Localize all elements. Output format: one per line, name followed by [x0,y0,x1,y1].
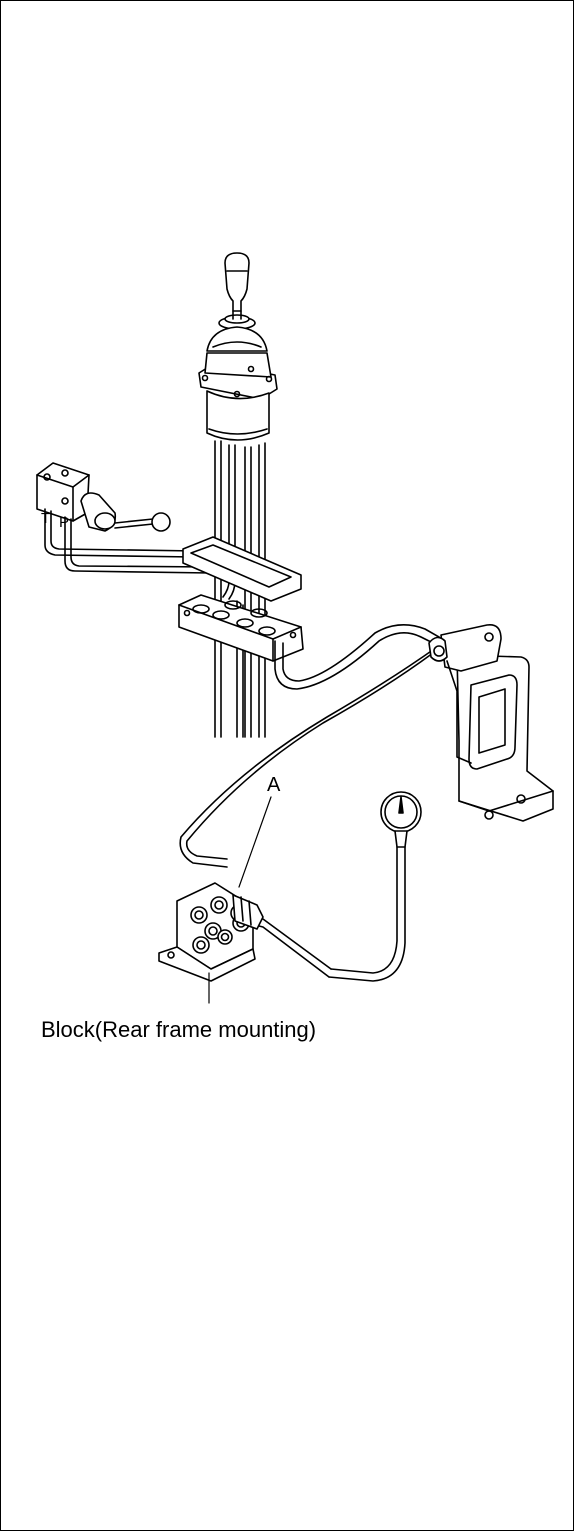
accumulator-assembly [428,623,554,822]
joystick-assembly [198,252,278,441]
valve-lever-knob [151,512,171,532]
joystick-boot [206,326,268,352]
port-label-p: P [59,514,69,531]
upper-bracket [182,536,302,602]
safety-lock-valve [36,462,214,574]
accumulator-body [440,623,502,672]
callout-a: A [267,774,281,796]
valve-lever [114,518,154,524]
block-manifold [158,882,264,982]
joystick-grip [224,252,250,312]
gauge-needle [398,796,404,814]
joystick-body [206,390,270,441]
hose-brackets [178,536,304,662]
port-label-t: T [41,510,50,527]
callout-a-leader [238,796,272,888]
block-caption: Block(Rear frame mounting) [41,1017,316,1042]
pressure-gauge [254,791,422,982]
pressure-hose [179,624,440,868]
